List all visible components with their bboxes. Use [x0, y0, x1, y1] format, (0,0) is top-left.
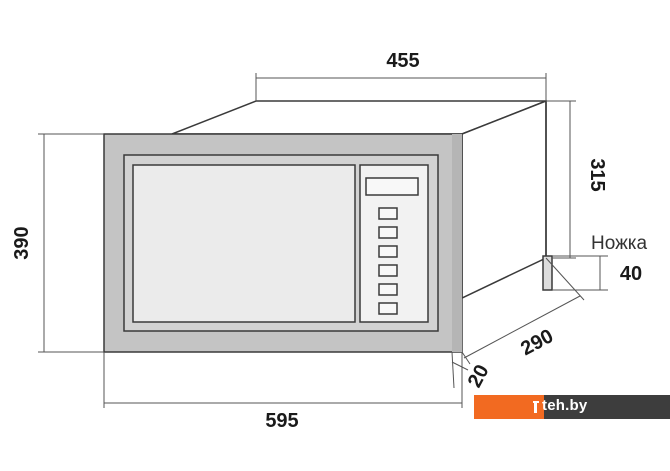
frame-side-strip — [452, 134, 462, 352]
brand-watermark: teh.by — [474, 395, 670, 419]
dimension-lines — [38, 73, 608, 408]
control-button-1 — [378, 207, 398, 220]
dim-label-455: 455 — [386, 50, 419, 72]
door-window — [132, 164, 356, 323]
brand-dark-block — [544, 395, 670, 419]
control-button-4 — [378, 264, 398, 277]
front-frame — [103, 133, 463, 353]
teh-by-logo-icon — [533, 401, 539, 413]
foot — [542, 255, 553, 291]
brand-orange-block — [474, 395, 544, 419]
display-screen — [365, 177, 419, 196]
oven-side-face — [461, 99, 547, 300]
control-button-5 — [378, 283, 398, 296]
dim-label-40: 40 — [620, 263, 642, 285]
dim-label-20: 20 — [464, 361, 494, 391]
dim-label-315: 315 — [586, 158, 608, 191]
control-button-3 — [378, 245, 398, 258]
dim-label-595: 595 — [265, 410, 298, 432]
foot-label: Ножка — [591, 233, 648, 254]
dim-line-290 — [463, 295, 581, 359]
brand-text: teh.by — [542, 397, 588, 414]
control-button-6 — [378, 302, 398, 315]
dim-line-20 — [451, 361, 469, 371]
dim-label-390: 390 — [11, 226, 33, 259]
control-button-2 — [378, 226, 398, 239]
dim-label-290: 290 — [517, 325, 557, 360]
